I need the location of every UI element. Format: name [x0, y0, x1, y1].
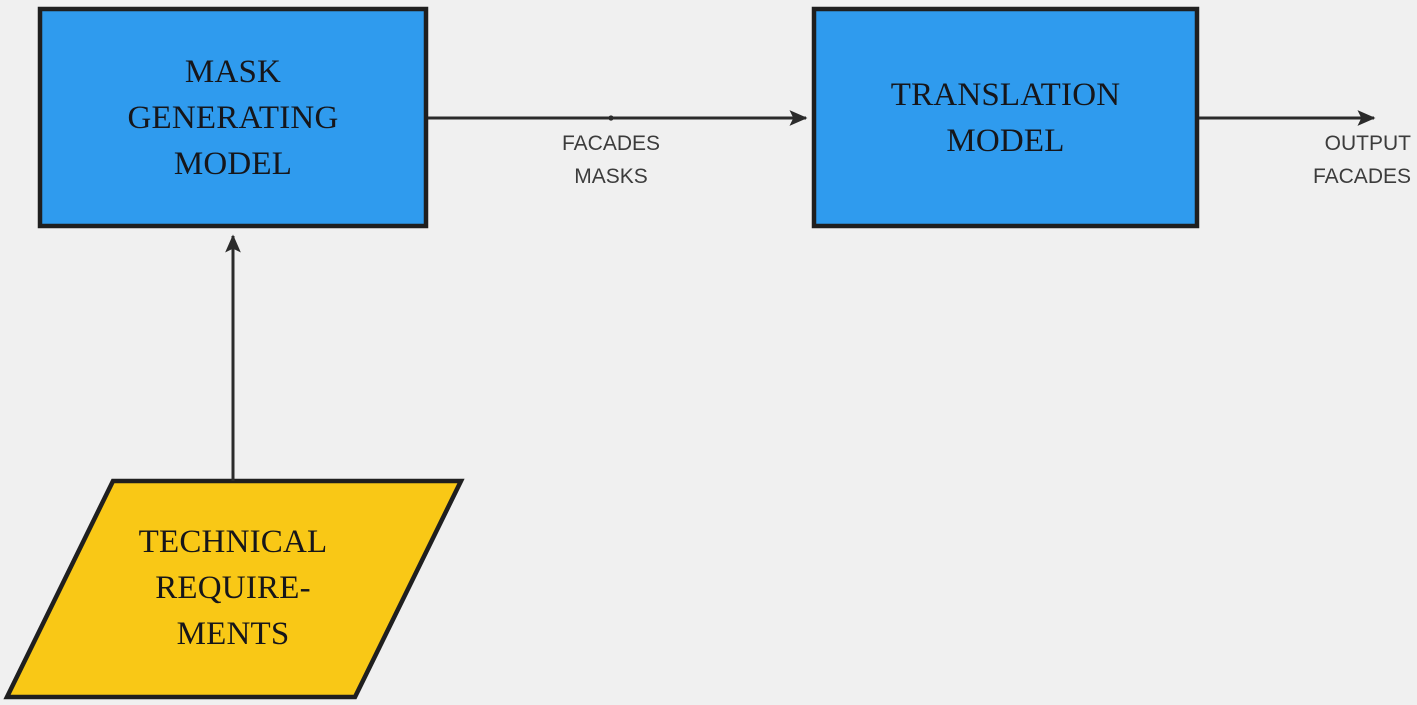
node-technical-requirements[interactable]: [3, 478, 465, 700]
node-translation-model[interactable]: [811, 6, 1200, 229]
edge-waypoint-dot: [608, 115, 614, 121]
node-mask-generating-model[interactable]: [37, 6, 429, 229]
